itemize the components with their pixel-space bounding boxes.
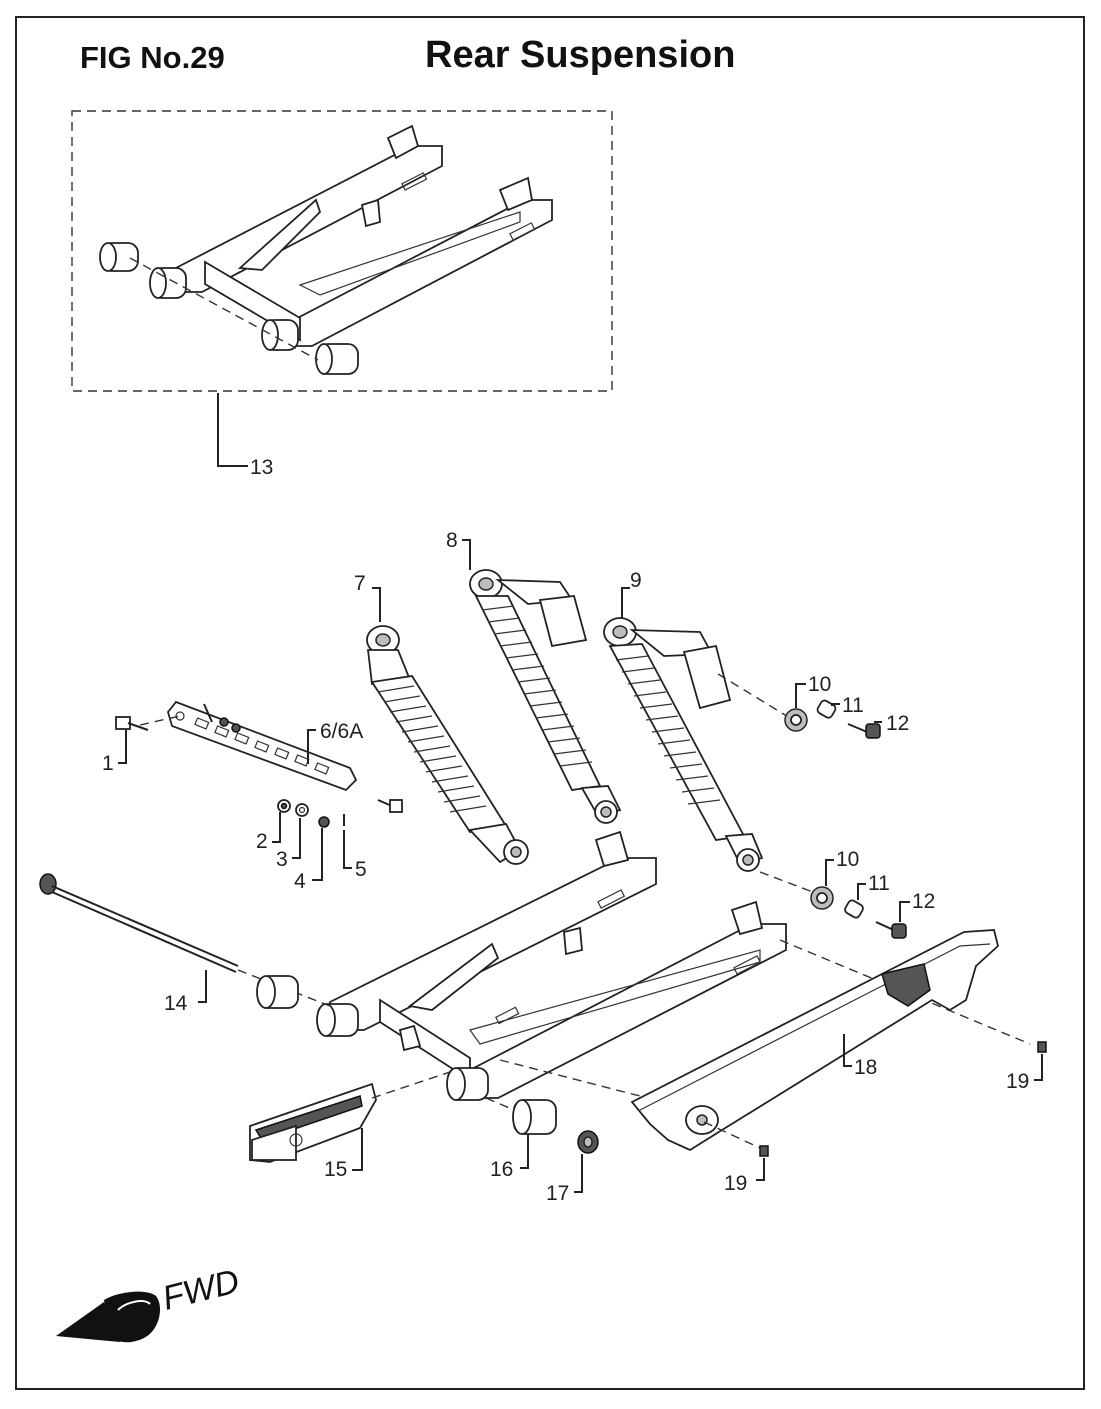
bolt-12-lower: [875, 921, 907, 939]
leader-17: [574, 1154, 583, 1193]
nut-17: [577, 1130, 599, 1154]
leader-12-lower: [899, 901, 910, 922]
callout-12-lower: 12: [912, 890, 935, 913]
callout-11-lower: 11: [868, 872, 890, 895]
adjuster-plate: [167, 700, 358, 792]
callout-10-lower: 10: [836, 848, 859, 871]
inset-pivot-collar-right: [261, 319, 299, 351]
leader-11-upper: [831, 703, 840, 706]
callout-10-upper: 10: [808, 673, 831, 696]
leader-1: [118, 730, 127, 764]
swingarm-assembly-inset: [71, 110, 613, 392]
pivot-axle-14: [39, 873, 239, 973]
shock-absorber-8: [469, 569, 622, 824]
callout-4: 4: [294, 870, 306, 893]
nut-4: [318, 816, 330, 828]
callout-6-6a: 6/6A: [320, 720, 363, 743]
leader-15: [352, 1128, 363, 1171]
inset-pivot-bushing-right: [315, 343, 359, 375]
pivot-collar-right: [446, 1067, 489, 1101]
leader-6: [307, 729, 316, 764]
figure-title: Rear Suspension: [425, 34, 736, 76]
callout-2: 2: [256, 830, 268, 853]
adjuster-bolt-right: [377, 799, 403, 813]
leader-5: [343, 830, 352, 869]
collar-11-upper: [816, 699, 837, 719]
callout-12-upper: 12: [886, 712, 909, 735]
callout-18: 18: [854, 1056, 877, 1079]
leader-14: [198, 970, 207, 1003]
chain-guard-18: [630, 929, 1000, 1152]
leader-4: [312, 828, 323, 881]
callout-19-lower: 19: [724, 1172, 747, 1195]
callout-11-upper: 11: [842, 694, 864, 717]
leader-19-right: [1034, 1054, 1043, 1081]
fwd-label: FWD: [159, 1262, 243, 1318]
small-bolt-top: [203, 703, 241, 733]
callout-1: 1: [102, 752, 114, 775]
callout-15: 15: [324, 1158, 347, 1181]
leader-19-lower: [756, 1158, 765, 1181]
swing-arm: [329, 830, 787, 1099]
callout-3: 3: [276, 848, 288, 871]
leader-16: [520, 1134, 529, 1169]
shock-absorber-7: [366, 625, 529, 865]
leader-10-upper: [795, 683, 806, 708]
chain-slider-15: [249, 1082, 377, 1163]
callout-16: 16: [490, 1158, 513, 1181]
leader-2: [272, 812, 281, 843]
leader-11-lower: [857, 883, 866, 900]
screw-19-right: [1037, 1041, 1047, 1053]
inset-pivot-collar: [149, 267, 187, 299]
leader-3: [292, 818, 301, 859]
leader-18: [843, 1034, 852, 1067]
screw-19-lower: [759, 1145, 769, 1157]
inset-pivot-bushing: [99, 242, 139, 272]
forward-arrow-icon: [56, 1291, 160, 1343]
washer-3: [295, 803, 309, 817]
shock-absorber-9: [603, 617, 764, 872]
figure-number: FIG No.29: [80, 40, 225, 75]
figure-frame: [15, 16, 1085, 1390]
collar-11-lower: [844, 899, 864, 919]
inset-dashed-box: [71, 110, 613, 392]
callout-13: 13: [250, 456, 273, 479]
washer-2: [277, 799, 291, 813]
bushing-10-upper: [784, 708, 808, 732]
leader-10-lower: [825, 859, 834, 886]
pivot-bushing-16: [512, 1099, 557, 1135]
callout-5: 5: [355, 858, 367, 881]
leader-8: [462, 539, 471, 570]
callout-17: 17: [546, 1182, 569, 1205]
pivot-collar-left: [316, 1003, 359, 1037]
leader-7: [372, 587, 381, 622]
pivot-bushing-left: [256, 975, 299, 1009]
callout-9: 9: [630, 569, 642, 592]
bolt-12-upper: [847, 723, 881, 739]
leader-13: [217, 393, 248, 467]
callout-8: 8: [446, 529, 458, 552]
adjuster-bolt-1: [115, 716, 149, 731]
callout-19-right: 19: [1006, 1070, 1029, 1093]
callout-14: 14: [164, 992, 188, 1015]
leader-9: [621, 587, 630, 618]
bushing-10-lower: [810, 886, 834, 910]
callout-7: 7: [354, 572, 366, 595]
